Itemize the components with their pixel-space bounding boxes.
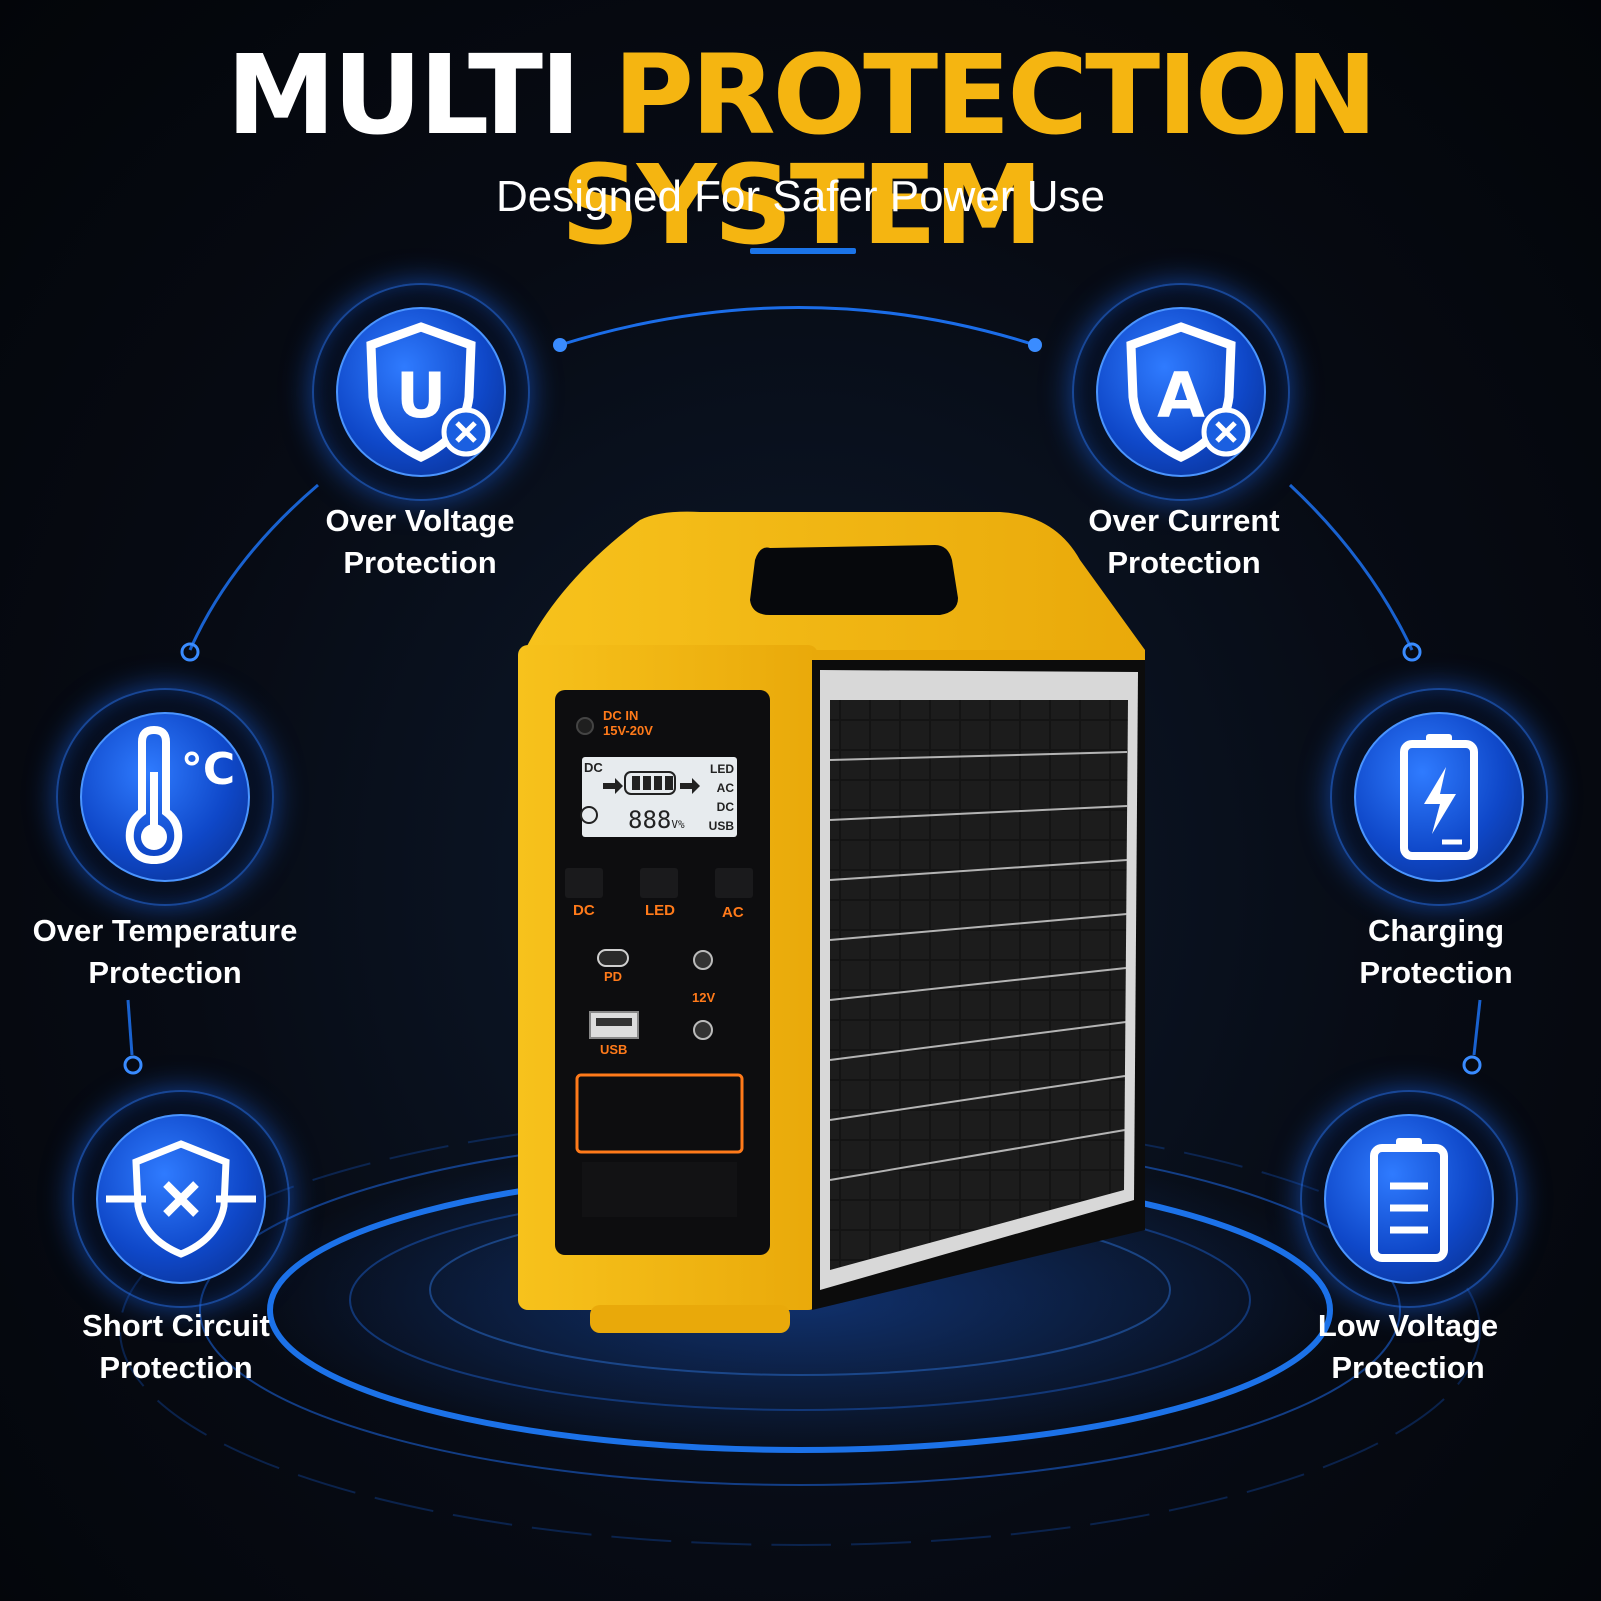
subtitle-divider <box>750 248 856 254</box>
led-button[interactable] <box>640 868 678 898</box>
12v-port-label: 12V <box>692 990 716 1005</box>
shield-a-icon: A <box>1126 322 1251 462</box>
pd-port-label: PD <box>604 969 623 984</box>
low-voltage-badge <box>1300 1090 1518 1308</box>
page-title: MULTI PROTECTION SYSTEM <box>0 40 1601 260</box>
usb-port-label: USB <box>600 1042 628 1057</box>
battery-low-icon <box>1370 1138 1448 1262</box>
lcd-digits: 888V% <box>628 806 685 834</box>
short-circuit-icon <box>106 1140 256 1258</box>
12v-port-2 <box>693 1020 713 1040</box>
lcd-output-list: LED AC DC USB <box>708 762 734 833</box>
svg-text:°C: °C <box>181 744 235 795</box>
over-current-badge: A <box>1072 283 1290 501</box>
pd-port <box>597 949 629 967</box>
led-light-panel <box>575 1073 744 1154</box>
page-subtitle: Designed For Safer Power Use <box>496 172 1105 221</box>
title-part-yellow: PROTECTION SYSTEM <box>560 31 1378 269</box>
dc-button-label: DC <box>573 902 595 919</box>
shield-u-icon: U <box>366 322 491 462</box>
over-temperature-badge: °C <box>56 688 274 906</box>
speaker-grille <box>582 1162 737 1217</box>
12v-port-1 <box>693 950 713 970</box>
dc-button[interactable] <box>565 868 603 898</box>
charging-badge <box>1330 688 1548 906</box>
ac-button[interactable] <box>715 868 753 898</box>
led-button-label: LED <box>645 902 675 919</box>
dc-in-port <box>576 717 594 735</box>
solar-panel-cells <box>830 700 1128 1270</box>
thermometer-icon: °C <box>125 725 235 865</box>
svg-text:A: A <box>1157 359 1205 432</box>
svg-text:U: U <box>396 359 446 432</box>
short-circuit-badge <box>72 1090 290 1308</box>
lcd-screen <box>582 757 737 837</box>
lcd-dc-label: DC <box>584 760 603 775</box>
battery-charging-icon <box>1400 734 1478 860</box>
over-voltage-badge: U <box>312 283 530 501</box>
title-part-white: MULTI <box>226 31 581 159</box>
ac-button-label: AC <box>722 904 744 921</box>
dc-in-label: DC IN 15V-20V <box>603 708 653 738</box>
